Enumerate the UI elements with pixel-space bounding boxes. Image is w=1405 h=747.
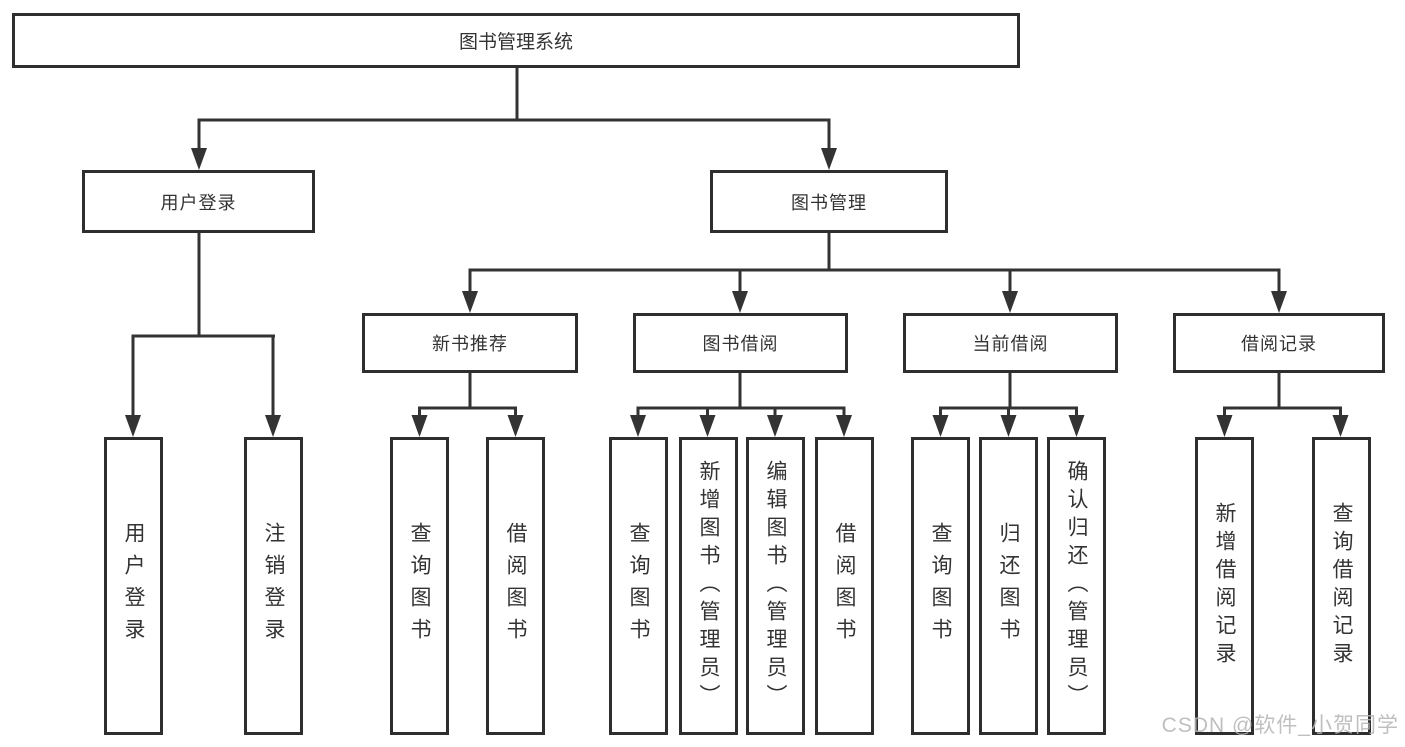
- node-label: 借阅图书: [833, 522, 856, 650]
- leaf-return-books: 归还图书: [979, 437, 1038, 735]
- node-label: 借阅图书: [504, 522, 527, 650]
- leaf-add-book-admin: 新增图书（管理员）: [679, 437, 738, 735]
- node-label: 确认归还（管理员）: [1065, 460, 1088, 712]
- leaf-query-books-recommend: 查询图书: [390, 437, 449, 735]
- leaf-borrow-books-recommend: 借阅图书: [486, 437, 545, 735]
- connector-borrow-records-children: [1216, 373, 1349, 437]
- node-label: 编辑图书（管理员）: [764, 460, 787, 712]
- node-label: 新增图书（管理员）: [697, 460, 720, 712]
- node-book-management: 图书管理: [710, 170, 948, 233]
- node-label: 新增借阅记录: [1213, 502, 1236, 670]
- leaf-query-books-current: 查询图书: [911, 437, 970, 735]
- leaf-edit-book-admin: 编辑图书（管理员）: [746, 437, 805, 735]
- node-label: 归还图书: [997, 522, 1020, 650]
- leaf-confirm-return-admin: 确认归还（管理员）: [1047, 437, 1106, 735]
- connector-book-borrow-children: [630, 373, 852, 437]
- node-label: 图书借阅: [702, 334, 779, 354]
- leaf-query-books-borrow: 查询图书: [609, 437, 668, 735]
- node-label: 注销登录: [262, 522, 285, 650]
- node-label: 查询图书: [929, 522, 952, 650]
- node-label: 当前借阅: [972, 334, 1049, 354]
- node-book-borrow: 图书借阅: [633, 313, 848, 373]
- node-current-borrow: 当前借阅: [903, 313, 1118, 373]
- connector-user-login-children: [125, 233, 281, 437]
- connector-root-to-level2: [191, 68, 837, 170]
- leaf-logout: 注销登录: [244, 437, 303, 735]
- connector-new-book-recommend-children: [411, 373, 524, 437]
- node-borrow-records: 借阅记录: [1173, 313, 1385, 373]
- node-label: 查询借阅记录: [1330, 502, 1353, 670]
- node-label: 图书管理: [791, 192, 867, 213]
- node-label: 用户登录: [122, 522, 145, 650]
- node-label: 用户登录: [160, 192, 237, 213]
- node-label: 借阅记录: [1241, 334, 1317, 354]
- leaf-query-borrow-record: 查询借阅记录: [1312, 437, 1371, 735]
- csdn-watermark: CSDN @软件_小贺同学: [1161, 714, 1399, 737]
- connector-book-management-children: [462, 233, 1287, 313]
- leaf-user-login: 用户登录: [104, 437, 163, 735]
- node-label: 图书管理系统: [458, 32, 573, 53]
- leaf-borrow-books: 借阅图书: [815, 437, 874, 735]
- leaf-add-borrow-record: 新增借阅记录: [1195, 437, 1254, 735]
- node-label: 新书推荐: [432, 334, 508, 354]
- node-label: 查询图书: [627, 522, 650, 650]
- node-new-book-recommend: 新书推荐: [362, 313, 578, 373]
- node-user-login: 用户登录: [82, 170, 315, 233]
- node-library-system: 图书管理系统: [12, 13, 1020, 68]
- node-label: 查询图书: [408, 522, 431, 650]
- connector-current-borrow-children: [932, 373, 1085, 437]
